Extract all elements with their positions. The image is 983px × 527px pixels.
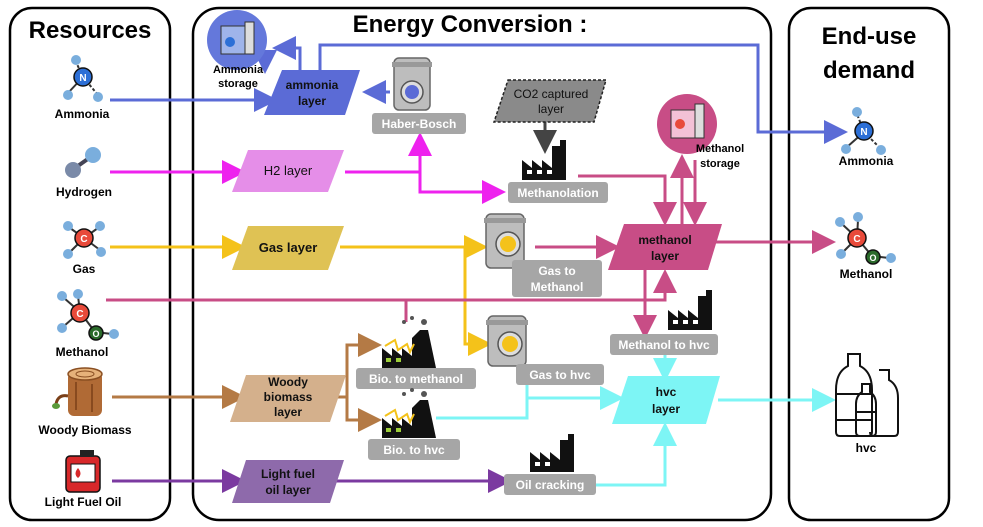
svg-text:layer: layer xyxy=(538,102,564,116)
hydrogen-molecule-icon xyxy=(65,147,101,178)
svg-text:H2 layer: H2 layer xyxy=(264,163,313,178)
gas-hvc-box: Gas to hvc xyxy=(516,364,604,385)
ammonia-layer: ammonia layer xyxy=(264,70,360,115)
hvc-layer: hvc layer xyxy=(612,376,720,424)
wood-log-icon xyxy=(52,367,103,416)
svg-text:Gas layer: Gas layer xyxy=(259,240,318,255)
fuel-can-icon xyxy=(65,450,101,493)
svg-text:C: C xyxy=(76,309,83,320)
flow-gas-gashvc xyxy=(463,247,492,356)
ammonia-storage-label-1: Ammonia xyxy=(213,64,264,76)
heading-enduse-2: demand xyxy=(823,57,915,84)
bio-hvc-factory-icon xyxy=(382,388,436,438)
resource-hydrogen: Hydrogen xyxy=(56,185,112,199)
enduse-methanol-icon: C O xyxy=(835,212,896,265)
enduse-hvc: hvc xyxy=(856,441,877,455)
meth-hvc-box: Methanol to hvc xyxy=(610,334,718,355)
resource-lfo: Light Fuel Oil xyxy=(45,495,122,509)
svg-text:N: N xyxy=(79,73,86,84)
svg-text:Light fuel: Light fuel xyxy=(261,467,315,481)
svg-text:layer: layer xyxy=(651,249,679,263)
methanolation-factory-icon xyxy=(522,140,566,180)
resource-gas: Gas xyxy=(73,262,96,276)
bio-hvc-box: Bio. to hvc xyxy=(368,439,460,460)
flow-methanolation-methanol xyxy=(578,174,677,226)
svg-text:Gas to hvc: Gas to hvc xyxy=(529,368,591,382)
co2-layer: CO2 captured layer xyxy=(492,79,607,123)
flow-crack-hvc xyxy=(595,422,677,487)
enduse-ammonia-icon: N xyxy=(841,107,886,155)
methanol-molecule-icon: C O xyxy=(57,289,119,341)
methanolation-box: Methanolation xyxy=(508,182,608,203)
haber-reactor-icon xyxy=(392,57,432,111)
svg-text:layer: layer xyxy=(652,402,680,416)
svg-text:oil layer: oil layer xyxy=(265,483,311,497)
svg-text:layer: layer xyxy=(298,94,326,108)
oil-crack-factory-icon xyxy=(530,434,574,472)
enduse-panel xyxy=(787,6,951,522)
svg-text:layer: layer xyxy=(274,405,302,419)
svg-text:Woody: Woody xyxy=(268,375,308,389)
svg-text:hvc: hvc xyxy=(656,385,677,399)
svg-text:Oil cracking: Oil cracking xyxy=(516,478,585,492)
oil-crack-box: Oil cracking xyxy=(504,474,596,495)
svg-text:C: C xyxy=(80,234,87,245)
svg-text:Methanol: Methanol xyxy=(531,280,584,294)
svg-text:ammonia: ammonia xyxy=(286,78,339,92)
svg-text:O: O xyxy=(869,253,876,263)
flow-ammonia-storage xyxy=(272,36,302,70)
bio-meth-factory-icon xyxy=(382,316,436,368)
heading-enduse-1: End-use xyxy=(822,23,917,50)
flow-h2-methanolation xyxy=(418,172,506,204)
svg-text:CO2 captured: CO2 captured xyxy=(514,87,589,101)
haber-box: Haber-Bosch xyxy=(372,113,466,134)
svg-text:Bio. to methanol: Bio. to methanol xyxy=(369,372,463,386)
enduse-ammonia: Ammonia xyxy=(839,154,894,168)
svg-text:Haber-Bosch: Haber-Bosch xyxy=(382,117,457,131)
methanol-storage-label-2: storage xyxy=(700,158,740,170)
gas-hvc-reactor-icon xyxy=(486,315,528,367)
methanol-storage-label-1: Methanol xyxy=(696,143,744,155)
svg-text:methanol: methanol xyxy=(638,233,691,247)
woody-layer: Woody biomass layer xyxy=(230,375,346,422)
ammonia-storage-icon xyxy=(207,10,267,70)
ammonia-storage-label-2: storage xyxy=(218,78,258,90)
plastic-bottles-icon xyxy=(835,353,899,437)
svg-text:Bio. to hvc: Bio. to hvc xyxy=(383,443,445,457)
flow-woody-biohvc xyxy=(345,397,382,432)
resource-methanol: Methanol xyxy=(56,345,109,359)
resources-panel xyxy=(8,6,172,522)
heading-conversion: Energy Conversion : xyxy=(353,11,588,38)
svg-text:C: C xyxy=(853,234,860,245)
svg-text:O: O xyxy=(92,329,99,339)
methanol-layer: methanol layer xyxy=(608,224,722,270)
svg-text:Methanolation: Methanolation xyxy=(517,186,598,200)
gas-molecule-icon: C xyxy=(63,221,106,259)
flow-h2-haber xyxy=(345,132,432,174)
resource-woody: Woody Biomass xyxy=(38,423,131,437)
lfo-layer: Light fuel oil layer xyxy=(232,460,344,503)
ammonia-molecule-icon: N xyxy=(63,55,103,102)
flow-biohvc-hvc xyxy=(436,386,624,420)
h2-layer: H2 layer xyxy=(232,150,344,192)
meth-hvc-factory-icon xyxy=(668,290,712,330)
methanol-storage-icon xyxy=(657,94,717,154)
resource-ammonia: Ammonia xyxy=(55,107,110,121)
conversion-panel xyxy=(191,6,773,522)
svg-text:N: N xyxy=(860,127,867,138)
svg-text:Gas to: Gas to xyxy=(538,264,575,278)
flow-methanol-in xyxy=(106,269,677,302)
svg-text:biomass: biomass xyxy=(264,390,313,404)
bio-meth-box: Bio. to methanol xyxy=(356,368,476,389)
gas-layer: Gas layer xyxy=(232,226,344,270)
gas-meth-box: Gas to Methanol xyxy=(512,260,602,297)
enduse-methanol: Methanol xyxy=(840,267,893,281)
heading-resources: Resources xyxy=(29,17,152,44)
svg-text:Methanol to hvc: Methanol to hvc xyxy=(618,338,710,352)
flow-ammonia-out xyxy=(318,43,848,144)
gas-meth-reactor-icon xyxy=(484,213,526,269)
